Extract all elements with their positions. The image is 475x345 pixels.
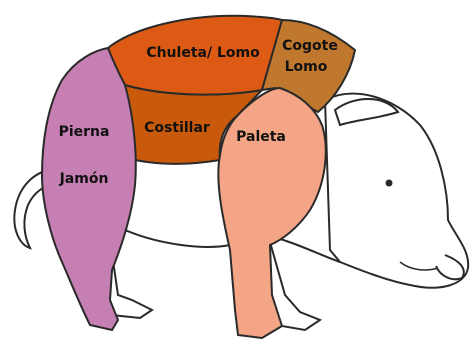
label-lomo: Lomo	[285, 59, 328, 75]
label-pierna: Pierna	[59, 124, 110, 140]
label-jamon: Jamón	[59, 171, 109, 187]
pig-eye	[386, 180, 393, 187]
cut-pierna-jamon	[42, 48, 136, 330]
label-costillar: Costillar	[144, 120, 210, 136]
cut-paleta	[218, 88, 325, 338]
label-paleta: Paleta	[236, 129, 286, 145]
label-chuleta-lomo: Chuleta/ Lomo	[146, 45, 260, 61]
label-cogote: Cogote	[282, 38, 338, 54]
